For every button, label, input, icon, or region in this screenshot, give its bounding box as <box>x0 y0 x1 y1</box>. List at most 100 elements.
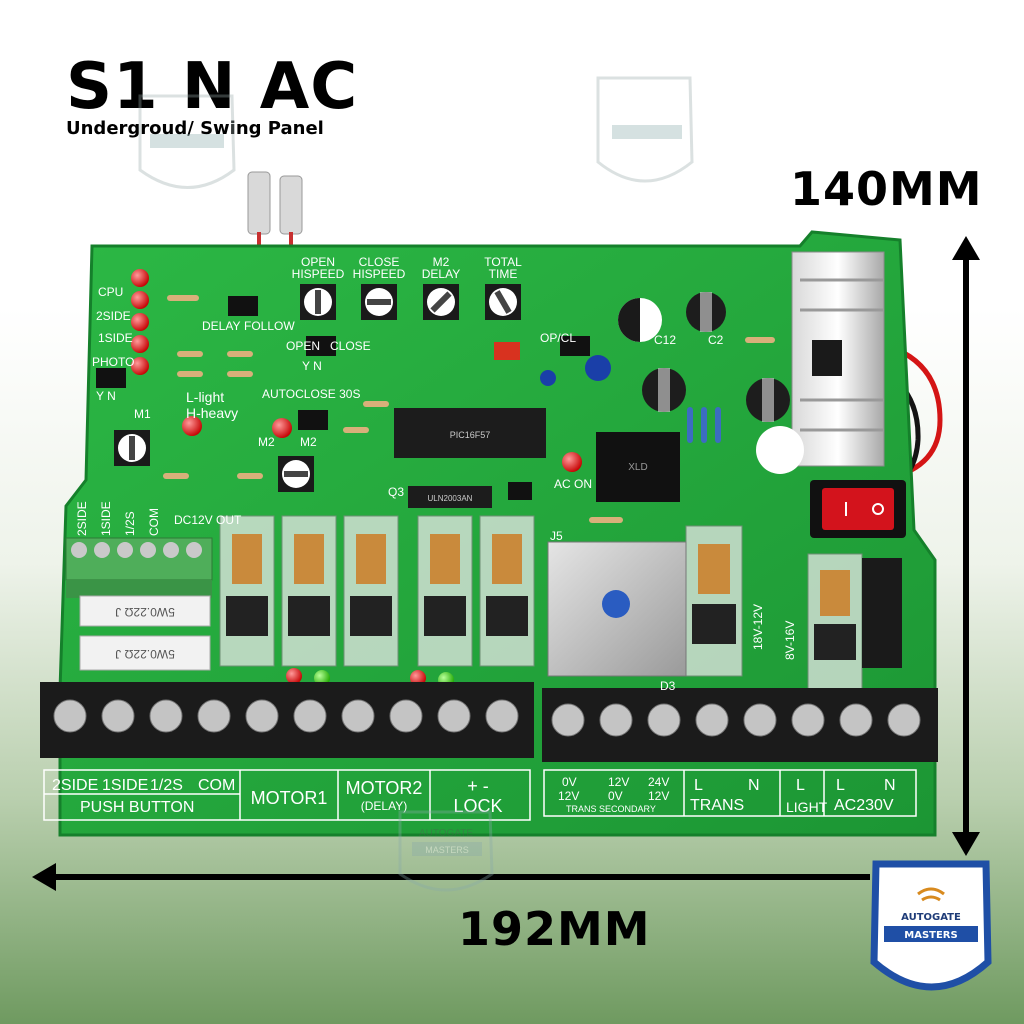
svg-text:AC ON: AC ON <box>554 477 592 491</box>
small-terminal-labels: 2SIDE 1SIDE 1/2S COM DC12V OUT <box>75 501 242 536</box>
capacitors <box>540 292 804 474</box>
svg-text:12V: 12V <box>558 789 579 803</box>
ceramic-resistors: 5W0.22Ω J 5W0.22Ω J <box>79 595 211 671</box>
silkscreen-led-labels: CPU 2SIDE 1SIDE PHOTO <box>92 285 134 369</box>
silkscreen-jumper-labels: DELAY FOLLOW OPEN CLOSE OP/CL AUTOCLOSE … <box>96 319 592 491</box>
svg-text:M1: M1 <box>134 407 151 421</box>
main-terminal-block-left <box>40 682 534 758</box>
bridge-rectifier <box>547 541 687 677</box>
width-dimension: 192MM <box>458 902 651 956</box>
svg-text:TRANS: TRANS <box>690 797 744 814</box>
svg-text:PUSH BUTTON: PUSH BUTTON <box>80 799 194 816</box>
svg-text:XLD: XLD <box>628 462 647 473</box>
svg-text:OPEN: OPEN <box>301 255 335 269</box>
svg-text:1/2S: 1/2S <box>150 777 183 794</box>
svg-text:MOTOR2: MOTOR2 <box>346 778 423 798</box>
jumpers <box>96 296 590 500</box>
svg-text:OP/CL: OP/CL <box>540 331 576 345</box>
svg-text:1/2S: 1/2S <box>123 511 137 536</box>
svg-text:PIC16F57: PIC16F57 <box>450 430 491 440</box>
power-relay: XLD <box>596 432 680 502</box>
svg-text:AUTOGATE: AUTOGATE <box>419 828 473 839</box>
svg-text:M2: M2 <box>433 255 450 269</box>
svg-text:1SIDE: 1SIDE <box>102 777 148 794</box>
svg-text:ULN2003AN: ULN2003AN <box>428 494 473 503</box>
svg-text:L-light: L-light <box>186 389 224 405</box>
center-watermark: AUTOGATE MASTERS <box>398 810 494 892</box>
resistors <box>163 295 775 523</box>
fuse-holder <box>862 558 902 668</box>
svg-text:PHOTO: PHOTO <box>92 355 134 369</box>
svg-text:COM: COM <box>147 508 161 536</box>
svg-text:OPEN: OPEN <box>286 339 320 353</box>
svg-text:2SIDE: 2SIDE <box>96 309 131 323</box>
svg-text:Y N: Y N <box>96 389 116 403</box>
svg-text:D3: D3 <box>660 679 676 693</box>
heatsink <box>791 251 885 467</box>
svg-text:1SIDE: 1SIDE <box>99 501 113 536</box>
svg-text:L: L <box>796 777 805 794</box>
svg-text:MASTERS: MASTERS <box>425 845 469 855</box>
svg-text:2SIDE: 2SIDE <box>52 777 98 794</box>
svg-text:AUTOCLOSE 30S: AUTOCLOSE 30S <box>262 387 360 401</box>
height-arrow <box>952 236 980 856</box>
product-subtitle: Undergroud/ Swing Panel <box>66 118 324 139</box>
svg-text:0V: 0V <box>562 775 577 789</box>
svg-text:J5: J5 <box>550 529 563 543</box>
svg-text:L: L <box>694 777 703 794</box>
svg-text:LIGHT: LIGHT <box>786 799 828 815</box>
svg-text:N: N <box>884 777 896 794</box>
microcontroller-chip: PIC16F57 ULN2003AN <box>394 408 546 508</box>
svg-text:LOCK: LOCK <box>453 796 502 816</box>
svg-text:C12: C12 <box>654 333 676 347</box>
svg-text:(DELAY): (DELAY) <box>361 799 407 813</box>
svg-text:24V: 24V <box>648 775 669 789</box>
svg-text:AUTOGATE: AUTOGATE <box>901 912 961 923</box>
autogate-masters-badge: AUTOGATE MASTERS <box>870 860 992 991</box>
svg-text:Q3: Q3 <box>388 485 404 499</box>
svg-text:TRANS SECONDARY: TRANS SECONDARY <box>566 804 656 814</box>
svg-text:2SIDE: 2SIDE <box>75 501 89 536</box>
main-terminal-block-right <box>542 688 938 762</box>
svg-text:M2: M2 <box>258 435 275 449</box>
svg-text:Y N: Y N <box>302 359 322 373</box>
svg-text:FOLLOW: FOLLOW <box>244 319 295 333</box>
svg-text:CLOSE: CLOSE <box>359 255 400 269</box>
svg-text:CPU: CPU <box>98 285 123 299</box>
svg-text:+ -: + - <box>467 776 489 796</box>
svg-text:MOTOR1: MOTOR1 <box>251 788 328 808</box>
small-terminal-block <box>65 537 213 598</box>
width-arrow <box>32 863 870 891</box>
svg-text:1SIDE: 1SIDE <box>98 331 133 345</box>
svg-text:H-heavy: H-heavy <box>186 405 238 421</box>
svg-text:DELAY: DELAY <box>422 267 460 281</box>
svg-text:HISPEED: HISPEED <box>353 267 406 281</box>
svg-text:C10: C10 <box>770 435 792 449</box>
svg-text:0V: 0V <box>608 789 623 803</box>
svg-text:L: L <box>836 777 845 794</box>
svg-text:DC12V OUT: DC12V OUT <box>174 513 242 527</box>
svg-text:MASTERS: MASTERS <box>904 930 957 941</box>
svg-text:AC230V: AC230V <box>834 797 894 814</box>
svg-text:TIME: TIME <box>489 267 518 281</box>
silkscreen-top-labels: OPEN HISPEED CLOSE HISPEED M2 DELAY TOTA… <box>292 255 522 281</box>
relay-bank <box>219 515 863 691</box>
silkscreen-misc: L-light H-heavy M1 M2 M2 Q3 C12 C2 C10 J… <box>134 333 797 693</box>
svg-text:CLOSE: CLOSE <box>330 339 371 353</box>
svg-text:12V: 12V <box>648 789 669 803</box>
svg-text:HISPEED: HISPEED <box>292 267 345 281</box>
product-title: S1 N AC <box>66 50 359 124</box>
svg-text:N: N <box>748 777 760 794</box>
svg-text:8V-16V: 8V-16V <box>783 621 797 660</box>
potentiometer <box>114 284 521 492</box>
svg-text:12V: 12V <box>608 775 629 789</box>
power-switch <box>810 480 906 538</box>
svg-text:5W0.22Ω J: 5W0.22Ω J <box>115 605 175 619</box>
svg-text:COM: COM <box>198 777 235 794</box>
watermark-logo <box>138 76 694 189</box>
svg-text:5W0.22Ω J: 5W0.22Ω J <box>115 647 175 661</box>
height-dimension: 140MM <box>790 162 983 216</box>
bottom-label-strip: 2SIDE 1SIDE 1/2S COM PUSH BUTTON MOTOR1 … <box>43 769 917 821</box>
svg-text:TOTAL: TOTAL <box>484 255 522 269</box>
